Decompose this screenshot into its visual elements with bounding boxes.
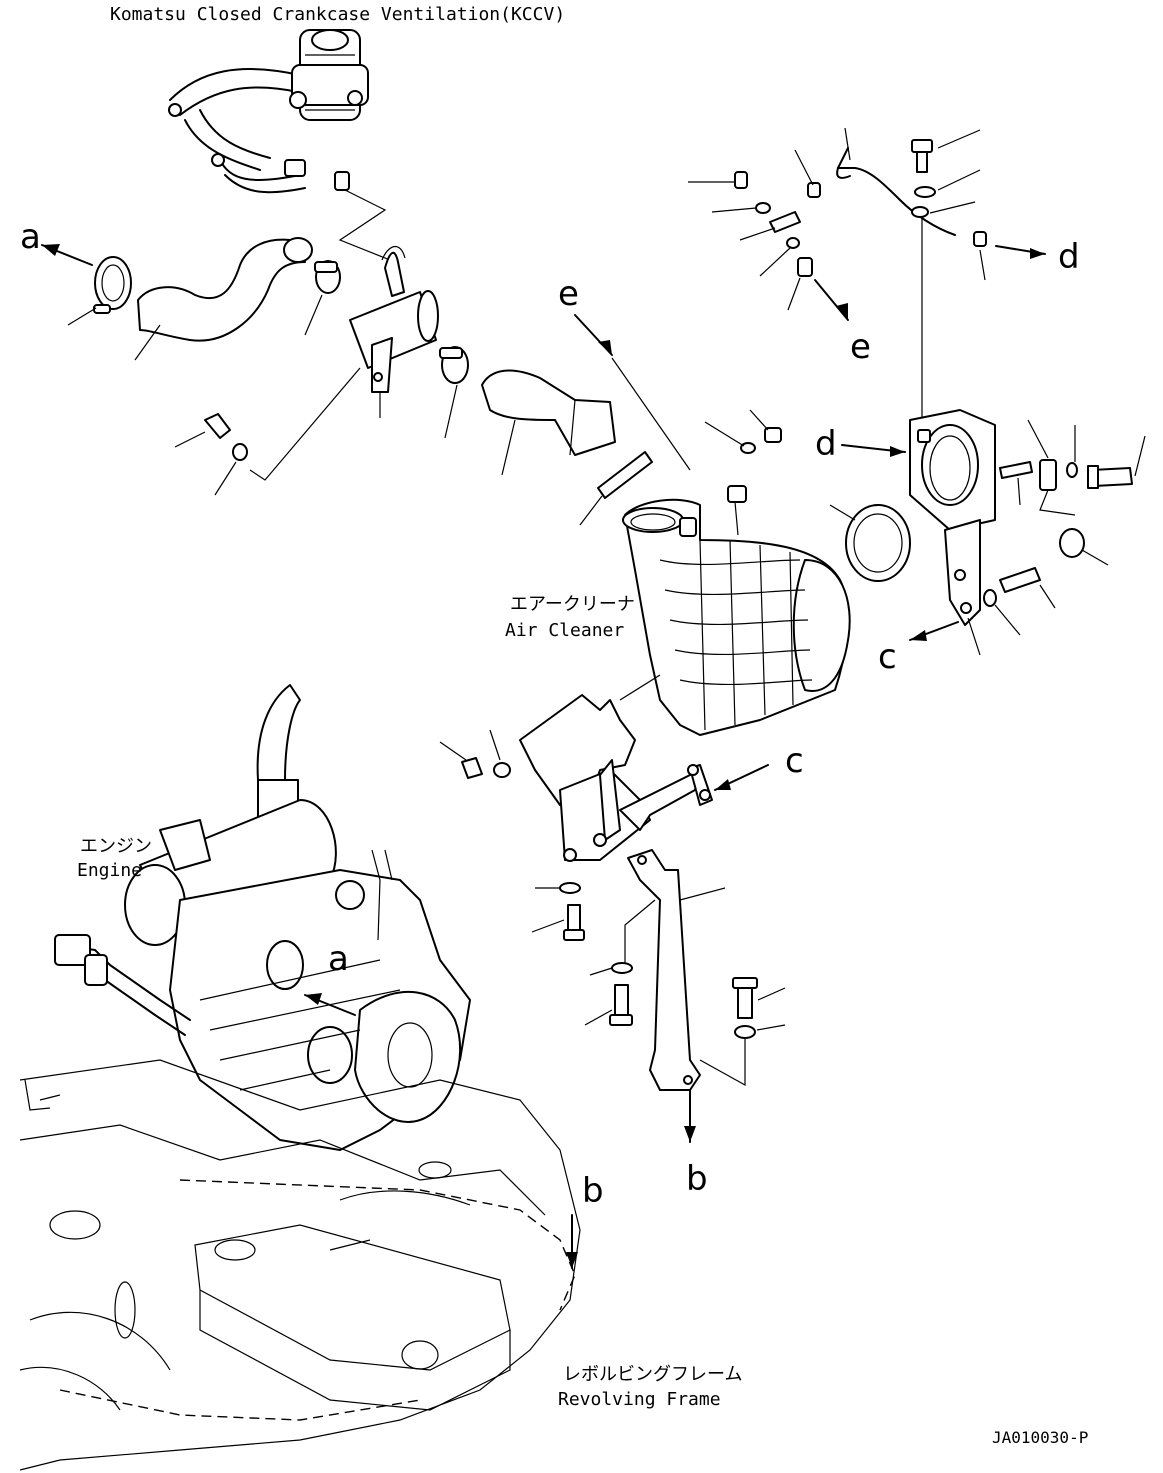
air-cleaner-label-en: Air Cleaner [505, 620, 624, 641]
sensor-hardware-group: e d [688, 127, 1080, 420]
callout-e-upper: e [850, 327, 871, 367]
revolving-frame-label-en: Revolving Frame [558, 1389, 721, 1410]
revolving-frame: b レボルビングフレーム Revolving Frame [19, 1059, 742, 1471]
callout-c-upper: c [878, 637, 897, 677]
callout-a-engine: a [328, 939, 349, 979]
intake-hose-group: a [20, 217, 616, 496]
drawing-code: JA010030-P [992, 1428, 1088, 1447]
callout-d-lower: d [815, 424, 837, 464]
engine-label-en: Engine [77, 860, 142, 881]
callout-c-lower: c [785, 741, 804, 781]
engine-assembly: エンジン Engine a [54, 684, 471, 1151]
outlet-cap-assembly: d c [815, 409, 1146, 677]
air-cleaner-label-jp: エアークリーナ [510, 594, 635, 615]
callout-b-frame: b [582, 1171, 604, 1211]
mounting-bracket-group: c b [439, 694, 804, 1199]
kccv-title: Komatsu Closed Crankcase Ventilation(KCC… [110, 4, 565, 25]
callout-e-lower: e [558, 274, 579, 314]
callout-a-left: a [20, 217, 41, 257]
air-cleaner-assembly: e エアークリーナ Air Cleaner [505, 274, 851, 736]
revolving-frame-label-jp: レボルビングフレーム [563, 1364, 742, 1385]
engine-label-jp: エンジン [80, 836, 152, 857]
callout-b-bar: b [686, 1159, 708, 1199]
callout-d-upper: d [1058, 237, 1080, 277]
kccv-assembly [168, 29, 396, 263]
